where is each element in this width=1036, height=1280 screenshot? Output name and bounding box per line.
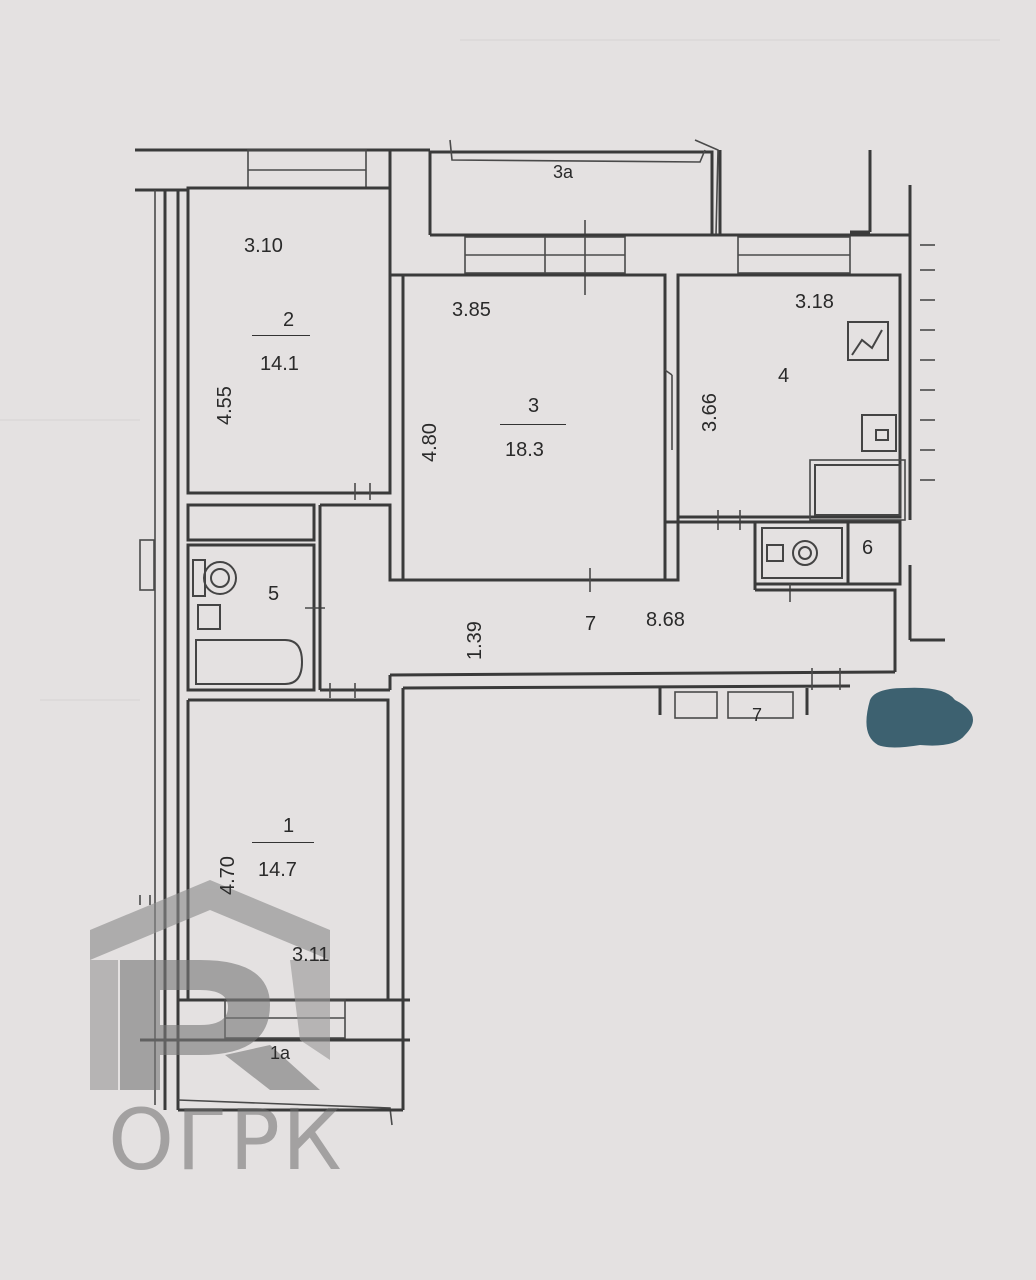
bath-sink-icon [203,561,237,595]
room-1-width: 4.70 [217,856,239,895]
watermark-text: ОГРК [108,1091,344,1189]
room-2-length: 3.10 [244,235,283,257]
bathroom-5-walls [186,503,325,692]
room-3-length: 3.85 [452,299,491,321]
redaction-mark [866,687,973,748]
room-3-walls [390,273,673,592]
room-2-walls [186,186,392,500]
room-1-length: 3.11 [292,944,330,966]
corridor-7-walls [318,503,897,698]
watermark-logo [90,880,330,1090]
corridor-7-number: 7 [585,613,597,635]
room-3-fraction-line [500,424,566,425]
room-5-number: 5 [268,583,280,605]
room-1-area: 14.7 [258,859,297,881]
stove-icon [847,321,889,361]
balcony-1a-number: 1a [270,1043,291,1063]
room-2-fraction-line [252,335,310,336]
corridor-7-area: 8.68 [646,609,685,631]
room-1-number: 1 [283,815,295,837]
wc-6-walls [753,520,902,602]
room-4-width: 3.66 [699,393,721,432]
closet-7-number: 7 [752,705,763,725]
room-3-area: 18.3 [505,439,544,461]
room-2-area: 14.1 [260,353,299,375]
room-2-number: 2 [283,309,295,331]
room-3a-number: 3a [553,162,574,182]
exterior-walls [135,148,945,1110]
room-1-fraction-line [252,842,314,843]
room-3-width: 4.80 [419,423,441,462]
corridor-7-width: 1.39 [464,621,486,660]
room-3-number: 3 [528,395,540,417]
room-6-number: 6 [862,537,874,559]
balcony-3a [428,139,910,237]
room-4-length: 3.18 [795,291,834,313]
bathtub-icon [195,639,304,685]
closets [658,688,809,719]
windows [139,149,935,591]
sink-icon [861,414,897,452]
toilet-icon [792,540,818,566]
room-4-number: 4 [778,365,790,387]
room-4-walls [676,273,906,530]
room-2-width: 4.55 [214,386,236,425]
